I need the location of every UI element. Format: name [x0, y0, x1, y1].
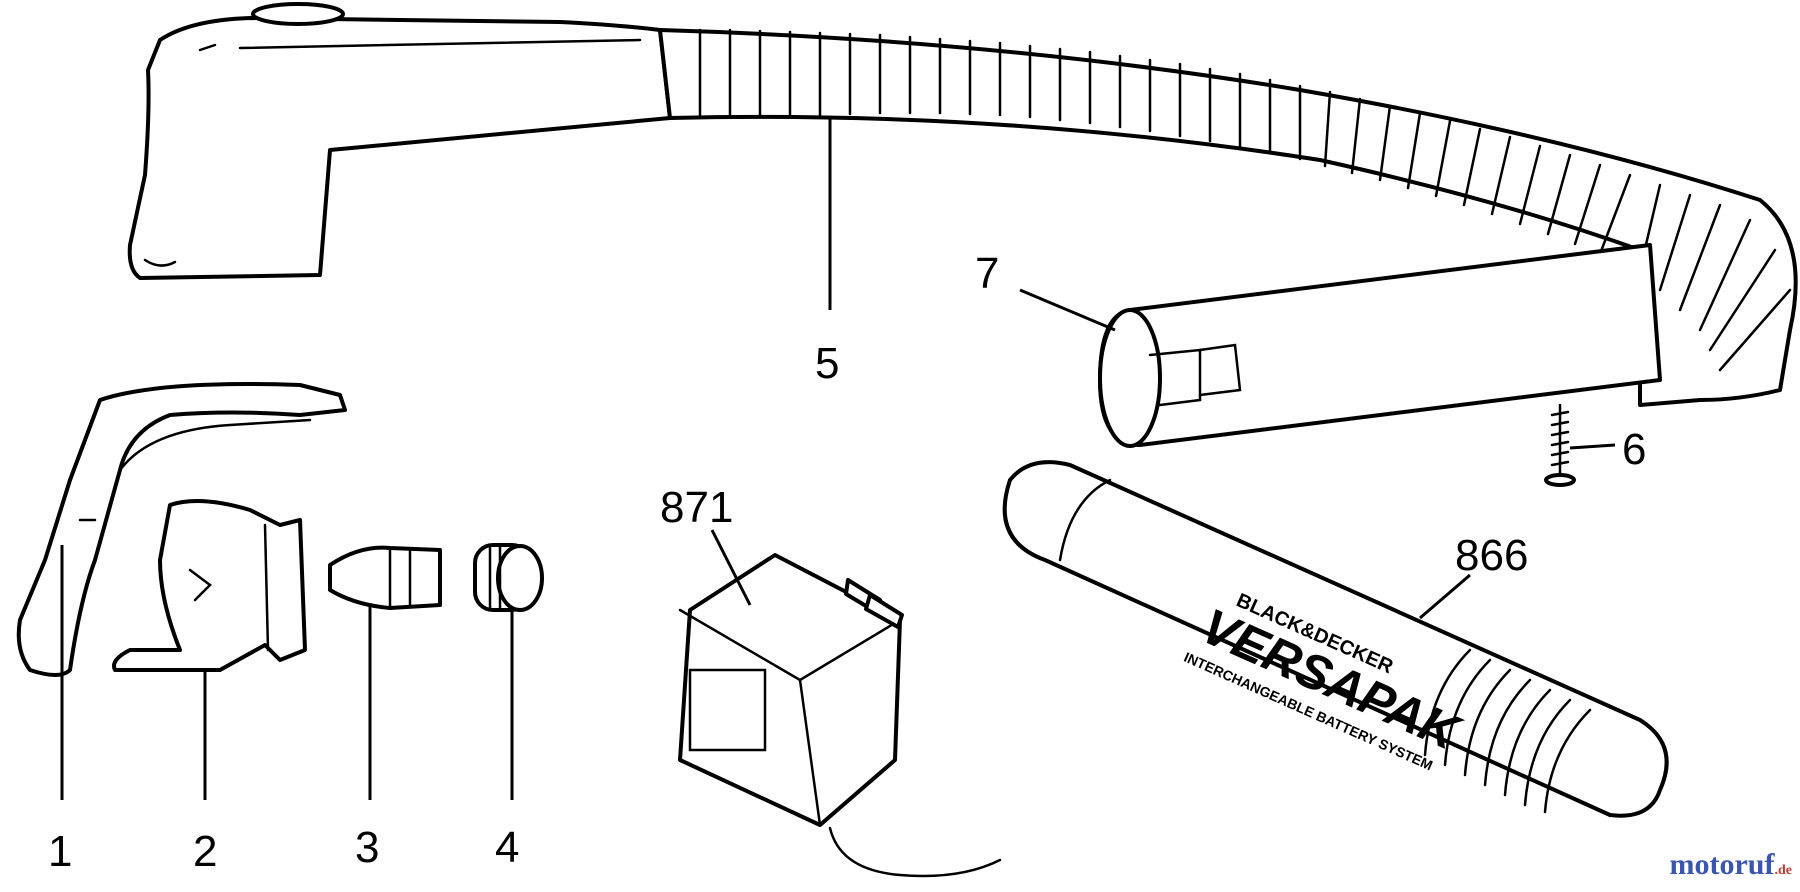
leader-866 [1419, 573, 1471, 620]
callout-4: 4 [495, 823, 519, 872]
callout-1: 1 [48, 827, 72, 876]
charger-871 [678, 553, 1002, 878]
flexible-hose [658, 28, 1798, 407]
battery-pack-866: BLACK&DECKER VERSAPAK INTERCHANGEABLE BA… [1002, 460, 1669, 818]
callout-6: 6 [1622, 425, 1646, 474]
screw [1544, 403, 1576, 487]
watermark-tld: .de [1774, 863, 1793, 878]
bulb-part-3 [328, 545, 442, 610]
callout-7: 7 [975, 249, 999, 298]
callout-866: 866 [1455, 531, 1528, 580]
flashlight-head [127, 2, 672, 280]
leader-lines [60, 118, 1616, 800]
leader-871 [710, 529, 752, 606]
callout-871: 871 [660, 483, 733, 532]
watermark-name: motoruf [1669, 848, 1775, 881]
bracket-part-2 [112, 499, 307, 672]
callout-labels: 1 2 3 4 5 6 7 871 866 [48, 249, 1646, 876]
leader-6 [1569, 443, 1616, 450]
leader-7 [1019, 288, 1116, 332]
housing-part-1 [16, 382, 347, 677]
callout-2: 2 [193, 827, 217, 876]
hose-end-tube [1098, 243, 1662, 448]
lens-ring-part-4 [473, 543, 544, 612]
callout-3: 3 [355, 823, 379, 872]
watermark-logo: motoruf.de [1670, 848, 1792, 882]
callout-5: 5 [815, 339, 839, 388]
hose-ribs [698, 28, 1792, 372]
